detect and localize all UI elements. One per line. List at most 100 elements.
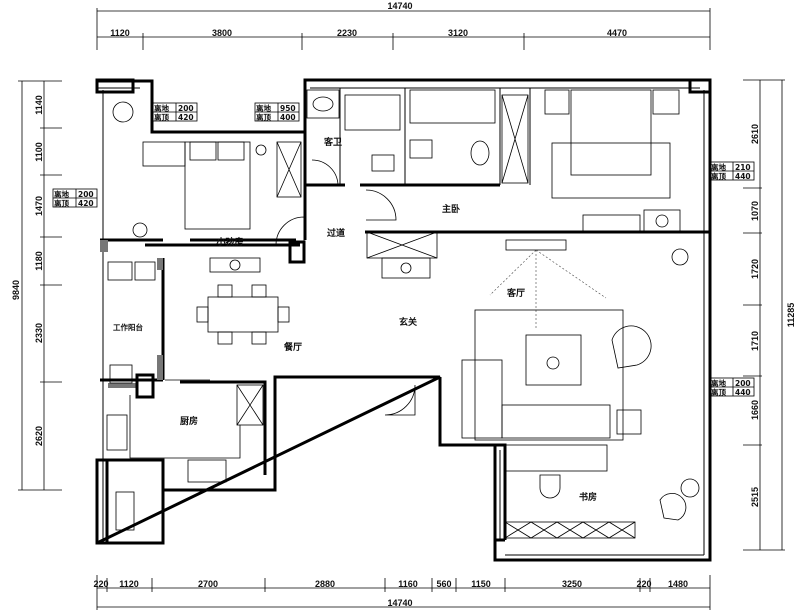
washbasin: [470, 140, 490, 166]
dim-left-total: 9840: [11, 280, 21, 300]
label: 离顶: [154, 112, 169, 122]
dresser: [582, 214, 641, 233]
washbasin: [306, 89, 340, 119]
door-master: [365, 189, 397, 221]
wall-hatch: [157, 258, 163, 270]
nightstand: [544, 89, 570, 115]
label: 离顶: [54, 198, 69, 208]
doors: [165, 159, 416, 416]
plan-line: [276, 141, 302, 198]
study-desk: [504, 444, 608, 472]
plan-line: [743, 79, 785, 551]
plan-line: [277, 306, 290, 323]
dim-label: 2620: [34, 426, 44, 446]
wall-column: [288, 240, 306, 264]
dim-label: 2230: [337, 28, 357, 38]
plan-line: [501, 94, 529, 184]
washer: [134, 261, 156, 281]
label: 420: [78, 199, 94, 208]
label: 200: [178, 104, 194, 113]
room-label-kitchen: 厨房: [180, 415, 198, 427]
dim-label: 1120: [110, 28, 130, 38]
room-label-guest-bath: 客卫: [323, 136, 342, 148]
label: 400: [280, 113, 296, 122]
dim-label: 1150: [471, 579, 491, 589]
room-label-kids-room: 小孩房: [215, 236, 243, 248]
label: 离地: [154, 103, 169, 113]
label: 离地: [711, 378, 726, 388]
wall-column: [95, 78, 135, 94]
room-label-foyer: 玄关: [399, 316, 417, 328]
bathtub: [409, 89, 496, 124]
dim-ticks: [96, 8, 711, 50]
wardrobe: [501, 94, 529, 184]
room-label-dining: 餐厅: [283, 341, 302, 353]
dim-label: 2880: [315, 579, 335, 589]
plan-line: [97, 87, 705, 556]
wardrobe: [276, 141, 302, 198]
plan-line: [18, 80, 62, 491]
dim-top-total: 14740: [387, 1, 412, 11]
wall-column: [688, 78, 712, 94]
door-kids-room: [275, 216, 305, 246]
living-rug: [474, 309, 624, 441]
side-table: [616, 409, 642, 435]
label: 离地: [711, 162, 726, 172]
label: 200: [735, 379, 751, 388]
wall-column: [135, 373, 155, 399]
label: 200: [78, 190, 94, 199]
water-heater: [115, 491, 135, 531]
plant-icon: [671, 248, 689, 266]
armchair: [659, 493, 687, 521]
tv-view-lines: [489, 249, 607, 330]
dim-bottom-total: 14740: [387, 598, 412, 608]
rug: [551, 142, 671, 199]
dim-label: 1120: [119, 579, 139, 589]
plan-line: [236, 384, 264, 426]
dim-label: 3800: [212, 28, 232, 38]
label: 离顶: [256, 112, 271, 122]
plan-line: [217, 331, 233, 345]
tv-cabinet: [505, 239, 567, 251]
right-dimensions: 11285 2610 1070 1720 1710 1660 2515: [743, 79, 796, 551]
pillow: [189, 141, 217, 161]
plan-line: [504, 521, 636, 539]
room-label-corridor: 过道: [327, 227, 345, 239]
dim-label: 1660: [750, 400, 760, 420]
coffee-table: [525, 334, 582, 386]
dining-table: [207, 296, 279, 333]
furniture: [106, 89, 700, 539]
label: 离地: [54, 189, 69, 199]
desk: [142, 141, 186, 167]
console-table: [381, 257, 431, 279]
dim-label: 3250: [562, 579, 582, 589]
wall-hatch: [157, 355, 163, 380]
master-bed: [570, 89, 652, 176]
bottom-dimensions: 220 1120 2700 2880 1160 560 1150 3250 22…: [93, 575, 711, 610]
plant-icon: [229, 259, 241, 271]
side-table: [680, 478, 700, 498]
dim-label: 1720: [750, 259, 760, 279]
wall-hatch: [100, 240, 108, 252]
pillow: [217, 141, 245, 161]
kitchen-sink: [106, 414, 128, 451]
sideboard: [209, 257, 261, 273]
room-labels: 客卫 主卧 小孩房 过道 工作阳台 餐厅 玄关 客厅 厨房 书房: [113, 136, 597, 503]
label: 440: [735, 388, 751, 397]
shower: [344, 94, 401, 131]
dim-label: 1710: [750, 331, 760, 351]
dim-label: 1480: [668, 579, 688, 589]
plan-line: [217, 284, 233, 298]
label: 950: [280, 104, 296, 113]
left-dimensions: 9840 1140 1100 1470 1180 2330 2620: [11, 80, 62, 491]
room-label-work-balcony: 工作阳台: [113, 322, 143, 332]
plan-line: [339, 88, 531, 185]
lamp-icon: [255, 144, 267, 156]
stove: [187, 459, 227, 483]
